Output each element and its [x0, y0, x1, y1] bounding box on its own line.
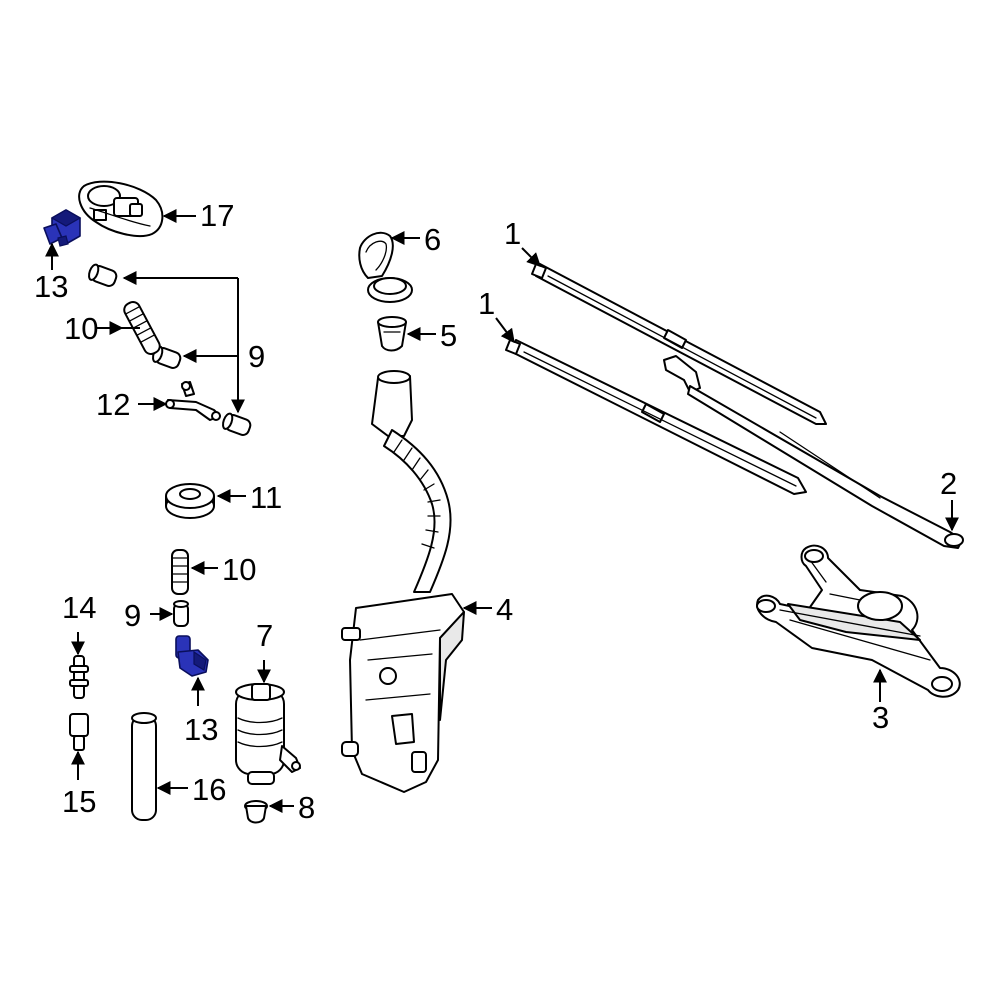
part-6-filler-cap	[358, 231, 413, 303]
part-13-connector-lower	[175, 635, 209, 677]
part-2-wiper-arm	[663, 355, 964, 549]
callout-9-upper: 9	[248, 339, 265, 374]
part-10-hose-upper	[123, 300, 161, 356]
callout-7: 7	[256, 618, 273, 653]
part-14-fitting	[69, 655, 89, 699]
callout-12: 12	[96, 387, 130, 422]
part-13-connector-upper	[43, 209, 82, 247]
callout-1-lower: 1	[478, 286, 495, 321]
part-10-hose-lower	[171, 549, 189, 595]
callout-labels: 17 13 9 10 12 11 10 9 13 14 15 16 7 8 6 …	[34, 198, 957, 825]
part-16-long-hose	[131, 712, 157, 821]
part-15-fitting	[69, 713, 89, 751]
callout-5: 5	[440, 318, 457, 353]
callout-10-upper: 10	[64, 311, 98, 346]
part-9-hose-lower	[173, 600, 189, 627]
callout-2: 2	[940, 466, 957, 501]
callout-10-lower: 10	[222, 552, 256, 587]
part-3-wiper-linkage	[756, 544, 961, 698]
part-9-hose-pieces	[88, 263, 252, 436]
part-8-grommet	[244, 800, 268, 824]
callout-16: 16	[192, 772, 226, 807]
callout-11: 11	[250, 480, 282, 515]
part-5-adapter	[377, 316, 407, 352]
callout-9-lower: 9	[124, 598, 141, 633]
part-12-y-connector	[165, 381, 221, 421]
part-1-wiper-blade-upper	[531, 263, 827, 425]
callout-17: 17	[200, 198, 234, 233]
part-11-grommet	[165, 483, 215, 519]
leader-lines	[45, 209, 959, 813]
callout-8: 8	[298, 790, 315, 825]
callout-6: 6	[424, 222, 441, 257]
part-7-washer-pump	[235, 683, 301, 785]
callout-15: 15	[62, 784, 96, 819]
callout-13-upper: 13	[34, 269, 68, 304]
callout-14: 14	[62, 590, 96, 625]
part-1-wiper-blade-lower	[505, 339, 807, 495]
callout-3: 3	[872, 700, 889, 735]
callout-4: 4	[496, 592, 513, 627]
callout-1-upper: 1	[504, 216, 521, 251]
part-17-nozzle-housing	[78, 180, 164, 238]
part-4-reservoir	[341, 370, 465, 793]
callout-13-lower: 13	[184, 712, 218, 747]
